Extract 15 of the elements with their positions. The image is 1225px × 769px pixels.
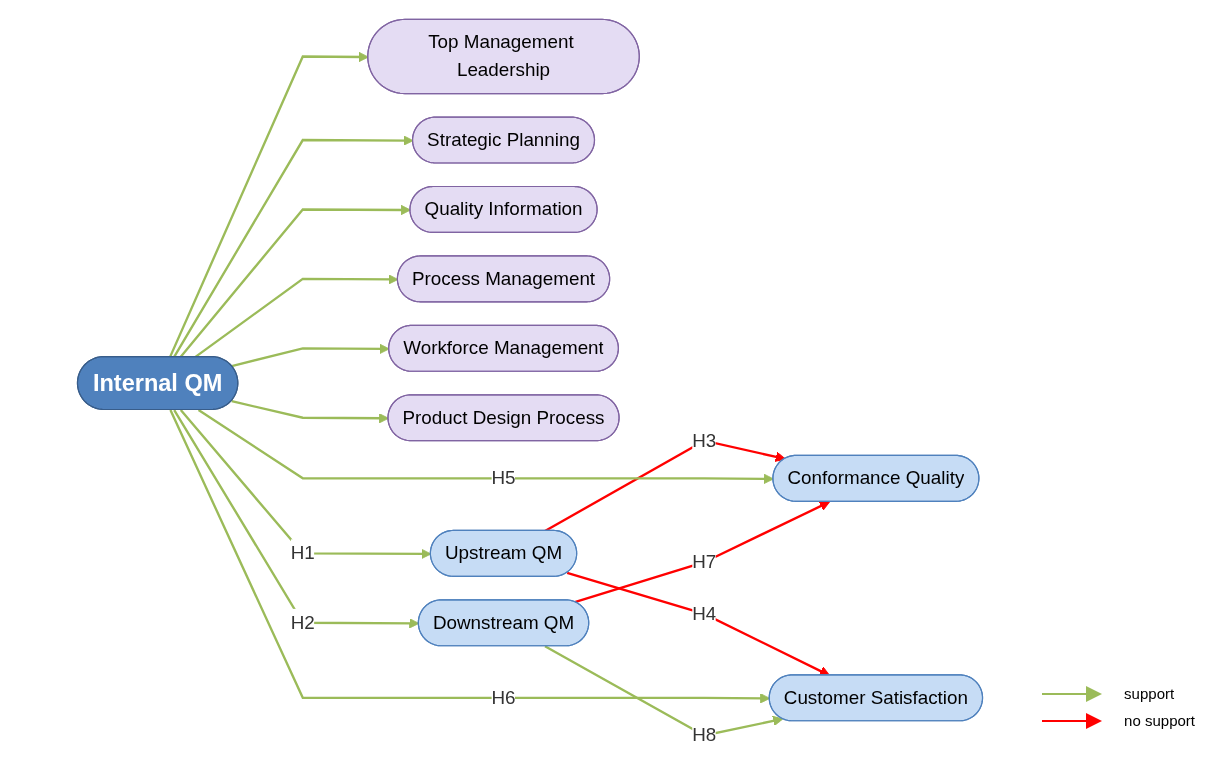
arrow — [566, 571, 830, 676]
edge-label: H2 — [290, 612, 315, 633]
arrow — [574, 501, 830, 604]
edge-label: H3 — [692, 430, 717, 451]
arrow — [197, 409, 774, 485]
legend-text: support — [1124, 685, 1175, 702]
edge-label: H4 — [692, 603, 717, 624]
edge-label: H7 — [692, 551, 717, 572]
legend-text: no support — [1124, 712, 1195, 729]
edge-label: H5 — [491, 467, 516, 488]
edge-label: H8 — [692, 724, 717, 745]
arrow — [179, 204, 411, 358]
arrow — [544, 645, 784, 737]
edge-label: H6 — [491, 687, 516, 708]
edge-label: H1 — [290, 542, 315, 563]
